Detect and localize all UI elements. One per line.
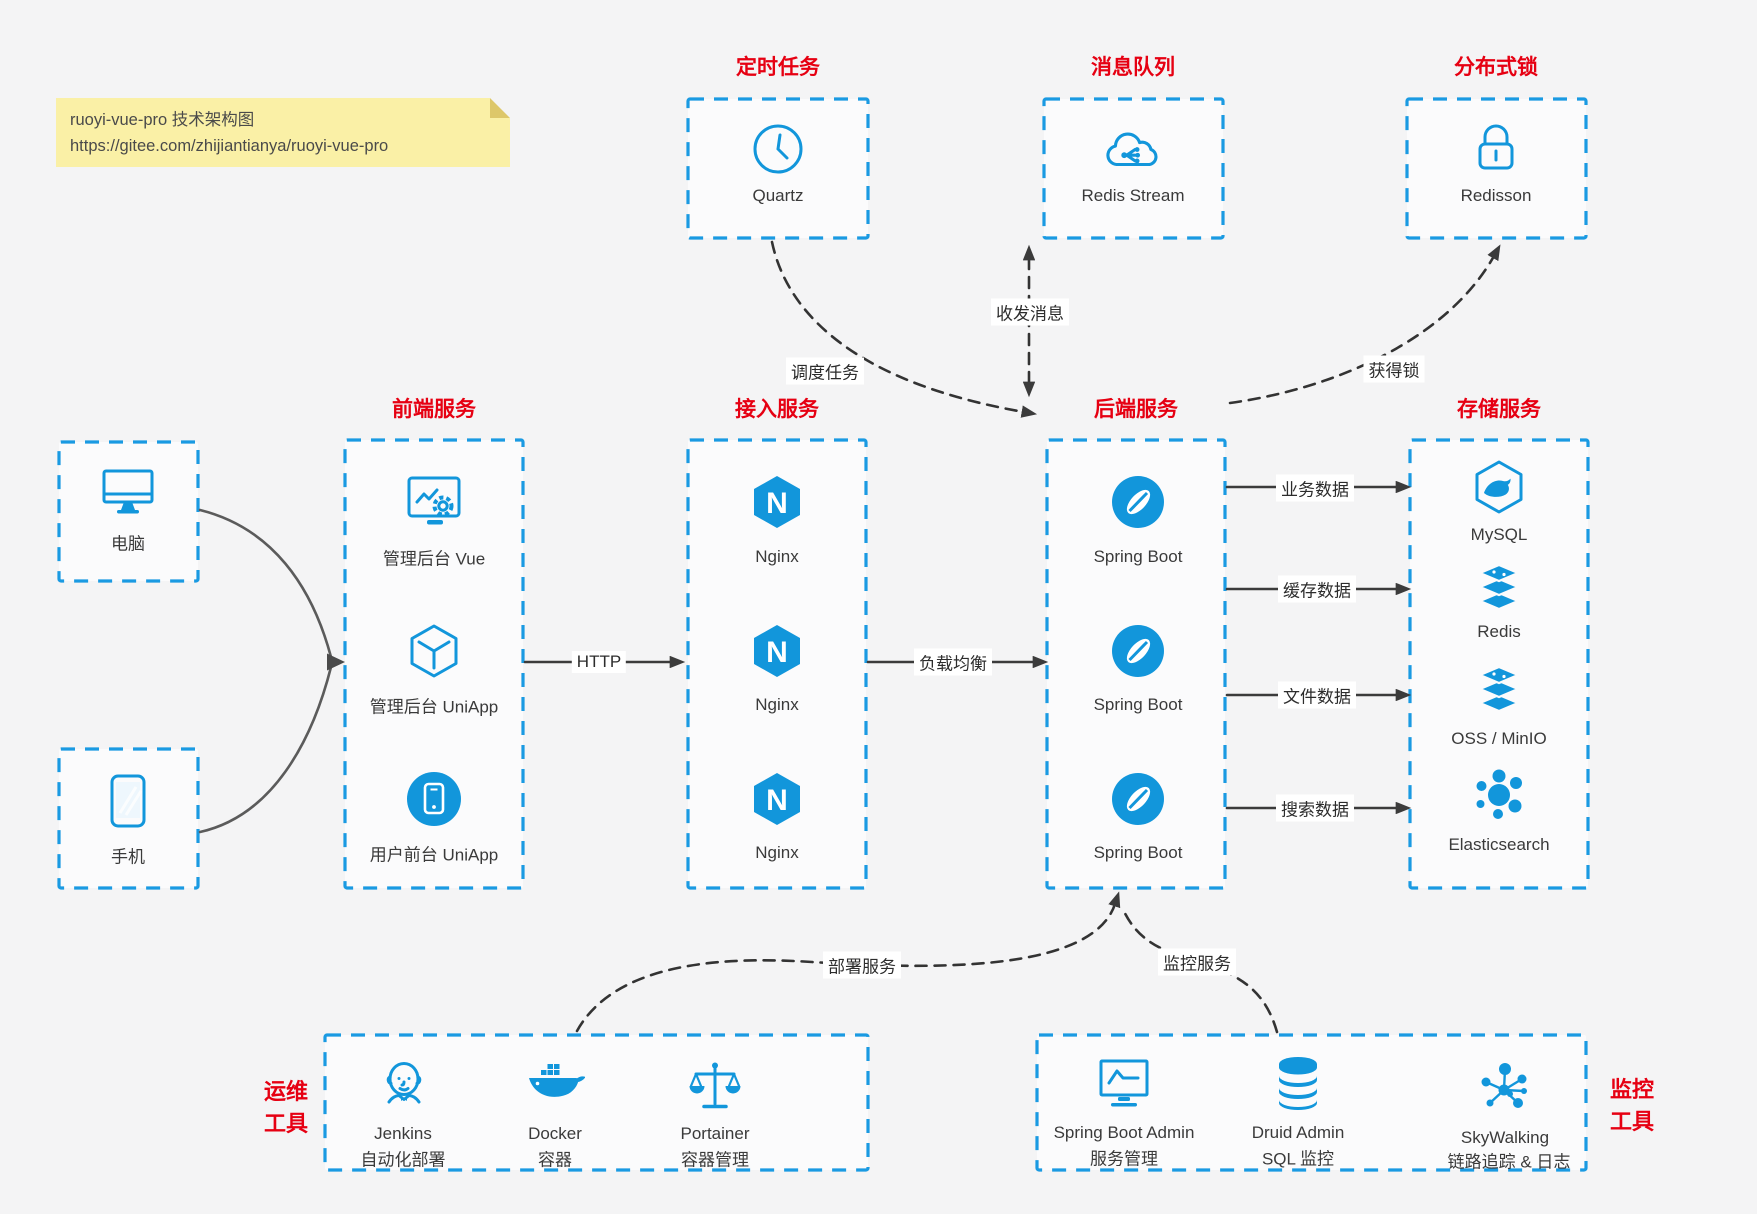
uniapp-cube-icon [405,622,463,680]
oss-minio-icon [1471,663,1527,717]
backend-item-label: Spring Boot [1093,547,1183,566]
ops-item-name: Docker [528,1124,582,1143]
monitor-side-label: 监控 工具 [1609,1077,1654,1134]
user-uniapp-icon [404,769,464,829]
spring-boot-icon [1109,770,1167,828]
frontend-item-label: 管理后台 UniApp [369,697,499,717]
mq-item-label: Redis Stream [1081,186,1185,205]
nginx-icon: N [749,771,805,827]
nginx-icon: N [749,623,805,679]
edge-label-load-balance: 负载均衡 [914,648,992,676]
edge-label-search-data: 搜索数据 [1276,794,1354,822]
phone-icon [108,773,148,829]
edge-label-schedule: 调度任务 [786,357,864,385]
monitor-item-desc: 服务管理 [1090,1149,1158,1169]
mobile-client-label: 手机 [111,847,145,867]
title-frontend: 前端服务 [392,398,476,421]
elasticsearch-icon [1471,767,1527,823]
scheduler-item-label: Quartz [752,186,804,205]
note-url: https://gitee.com/zhijiantianya/ruoyi-vu… [70,136,389,155]
edge-schedule [770,240,1038,418]
scheduler-box [686,97,870,240]
edge-label-biz-data: 业务数据 [1276,474,1354,502]
svg-text:N: N [766,784,788,817]
ops-tools-box [323,1033,870,1172]
note-title: ruoyi-vue-pro 技术架构图 [70,111,255,129]
edge-pc-to-frontend [198,508,333,659]
skywalking-icon [1477,1059,1533,1115]
spring-boot-icon [1109,622,1167,680]
mobile-client-box [57,747,200,890]
storage-item-label: Elasticsearch [1448,835,1550,854]
edge-label-messages: 收发消息 [991,298,1069,326]
title-scheduler: 定时任务 [736,56,820,79]
pc-client-label: 电脑 [111,534,145,554]
monitor-item-name: Spring Boot Admin [1053,1123,1195,1142]
gateway-item-label: Nginx [755,695,799,714]
title-mq: 消息队列 [1091,56,1175,79]
ops-item-name: Jenkins [374,1124,432,1143]
title-gateway: 接入服务 [735,398,819,421]
admin-vue-icon [403,474,465,530]
svg-text:N: N [766,636,788,669]
title-lock: 分布式锁 [1454,56,1538,79]
mysql-icon [1471,459,1527,515]
edge-label-cache-data: 缓存数据 [1278,575,1356,603]
ops-item-name: Portainer [680,1124,750,1143]
monitor-item-name: Druid Admin [1251,1123,1345,1142]
edge-label-http: HTTP [571,651,627,673]
desktop-icon [99,467,157,517]
monitor-item-name: SkyWalking [1460,1128,1550,1147]
mq-cloud-icon [1102,125,1164,173]
note-fold-corner [490,98,510,118]
portainer-icon [687,1059,743,1111]
docker-icon [525,1061,586,1109]
edge-acquire-lock [1228,244,1501,405]
druid-db-icon [1273,1054,1323,1112]
frontend-item-label: 管理后台 Vue [382,549,486,569]
edge-label-deploy: 部署服务 [823,951,901,979]
monitor-item-desc: SQL 监控 [1261,1149,1335,1169]
gateway-item-label: Nginx [755,843,799,862]
monitor-item-desc: 链路追踪 & 日志 [1447,1152,1571,1172]
lock-icon [1468,119,1524,175]
storage-item-label: Redis [1477,622,1521,641]
gateway-item-label: Nginx [755,547,799,566]
backend-item-label: Spring Boot [1093,843,1183,862]
storage-item-label: MySQL [1470,525,1528,544]
ops-side-label: 运维 工具 [263,1079,308,1136]
mq-box [1042,97,1225,240]
nginx-icon: N [749,474,805,530]
jenkins-icon [375,1057,431,1113]
backend-item-label: Spring Boot [1093,695,1183,714]
edge-deploy [575,891,1121,1033]
sticky-note: ruoyi-vue-pro 技术架构图 https://gitee.com/zh… [56,98,510,167]
frontend-item-label: 用户前台 UniApp [369,845,499,865]
title-backend: 后端服务 [1094,398,1178,421]
title-storage: 存储服务 [1457,398,1541,421]
monitor-tools-box [1035,1033,1588,1172]
edge-mobile-to-frontend [198,665,333,834]
ops-item-desc: 容器管理 [681,1150,749,1170]
ops-item-desc: 自动化部署 [360,1150,446,1170]
clock-icon [750,121,806,177]
lock-item-label: Redisson [1460,186,1532,205]
spring-boot-icon [1109,473,1167,531]
storage-item-label: OSS / MinIO [1451,729,1547,748]
edge-label-monitoring: 监控服务 [1158,948,1236,976]
redis-stack-icon [1471,561,1527,615]
ops-item-desc: 容器 [538,1150,572,1170]
edge-label-file-data: 文件数据 [1278,681,1356,709]
storage-box [1408,438,1590,890]
sba-monitor-icon [1095,1057,1153,1109]
client-arrowhead [327,653,345,671]
edge-label-acquire-lock: 获得锁 [1363,355,1425,383]
svg-text:N: N [766,487,788,520]
